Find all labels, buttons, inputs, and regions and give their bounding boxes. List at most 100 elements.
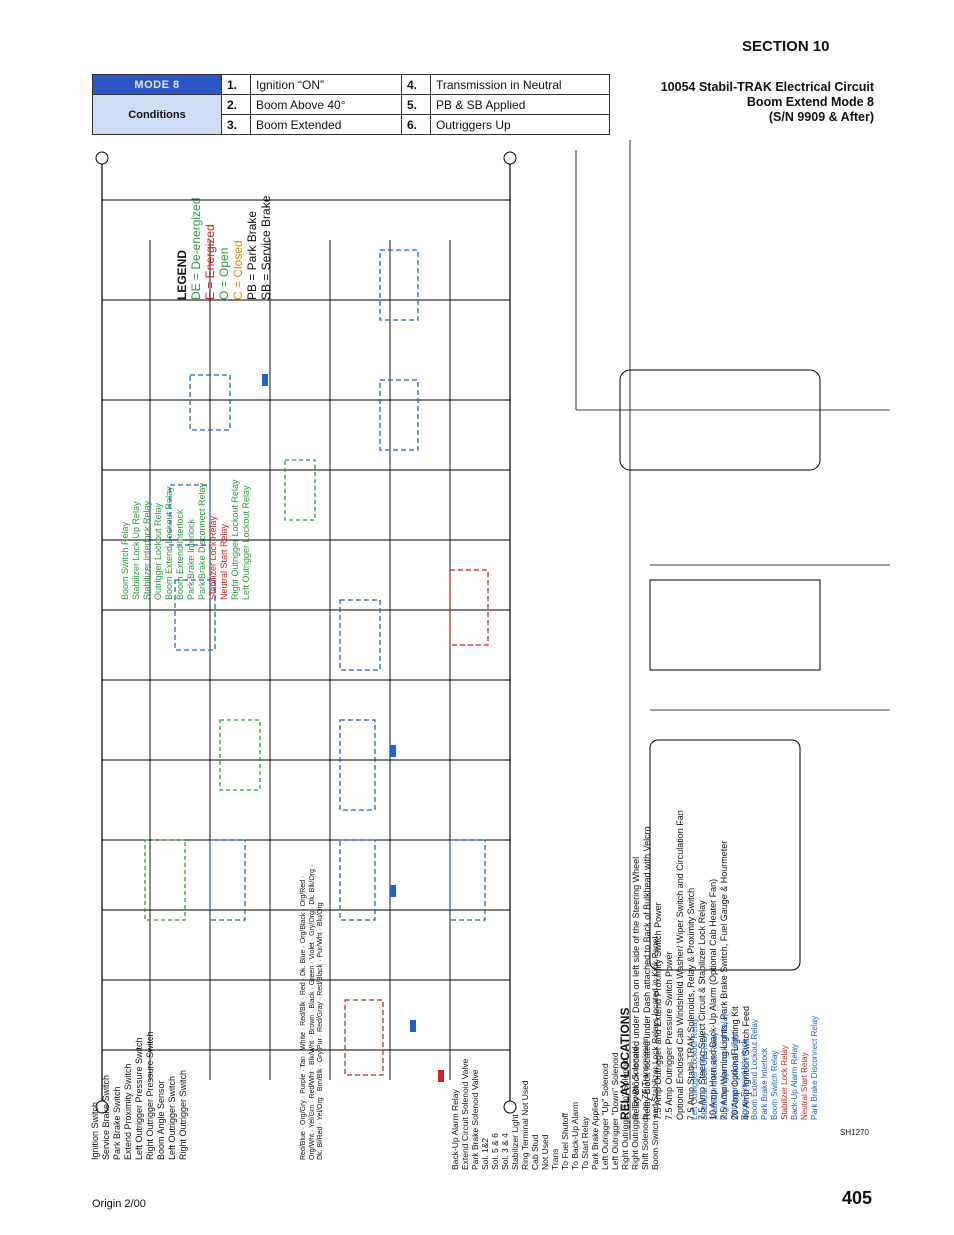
wire-label: White — [300, 1032, 307, 1050]
component-label: To Fuel Shutoff — [560, 1112, 570, 1170]
mode-label: MODE 8 — [92, 74, 222, 95]
left-outrigger-lockout-relay-box — [379, 379, 419, 451]
wire-label: Gry/Pur — [317, 1038, 324, 1063]
switch-label: Service Brake Switch — [101, 1074, 111, 1160]
wire-label: Brn/Blk — [317, 1068, 324, 1092]
negative-terminal — [503, 151, 517, 165]
stabilizer-interlock-relay-box — [174, 579, 216, 651]
wire-label: Red/Blue — [300, 1131, 307, 1160]
relay-label: Right Outrigger Lockout Relay — [230, 479, 240, 600]
wire-labels: Red/Blue · Org/Gry · Purple · Tan · Whit… — [300, 864, 324, 1160]
title-line-2: Boom Extend Mode 8 — [746, 95, 874, 109]
conditions-label: Conditions — [92, 94, 222, 135]
block-relay-label: Outrigger Lockout Relay — [730, 1033, 739, 1120]
condition-num: 2. — [221, 94, 251, 115]
wire-label: Green — [308, 965, 316, 986]
neutral-start-relay-box — [449, 569, 489, 646]
wire-label: Black — [308, 991, 316, 1009]
drawing-code: SH1270 — [840, 1128, 869, 1137]
component-label: To Back-Up Alarm — [570, 1101, 580, 1170]
switch-label: Boom Angle Sensor — [156, 1080, 166, 1160]
wire-label: Tan — [300, 1056, 307, 1068]
component-label: Stabilizer Light — [510, 1114, 520, 1170]
switch-label: Right Outrigger Pressure Switch — [145, 1031, 155, 1160]
wire-label: Red/Gray — [317, 1001, 324, 1032]
wire-label: Pur/Wht — [317, 932, 324, 958]
component-label: Trans — [550, 1148, 560, 1170]
extend-solenoid-icon — [390, 745, 396, 757]
condition-text: Ignition “ON” — [250, 74, 402, 95]
relay-label: Park Brake Disconnect Relay — [197, 482, 207, 600]
block-relay-label: Right Outrigger Lockout Relay — [720, 1012, 729, 1120]
condition-num: 1. — [221, 74, 251, 95]
component-label: Back-Up Alarm Relay — [450, 1089, 460, 1170]
wire-label: Org/Red — [300, 879, 307, 907]
wire-label: Dk. Blk/Org — [308, 868, 316, 905]
title-line-1: 10054 Stabil-TRAK Electrical Circuit — [660, 80, 874, 94]
condition-text: Boom Extended — [250, 114, 402, 135]
relay-label: Boom Extend Interlock — [175, 509, 185, 600]
boom-extend-interlock-box — [209, 839, 246, 921]
conditions-table: MODE 8 1. Ignition “ON” 4. Transmission … — [92, 74, 610, 135]
relay-location-note: Relay Block located under Dash attached … — [642, 826, 652, 1120]
relay-label: Left Outrigger Lockout Relay — [241, 485, 251, 600]
right-outrigger-lockout-relay-box — [379, 249, 419, 321]
wire-label: Red/Wht — [308, 1071, 316, 1099]
wire-label: Brown — [308, 1014, 316, 1035]
park-brake-interlock-box — [339, 839, 376, 921]
block-relay-label: Boom Extend Interlock — [740, 1039, 749, 1120]
block-relay-label: Park Brake Interlock — [760, 1047, 769, 1120]
park-brake-solenoid-icon — [390, 885, 396, 897]
boom-angle-sensor-box — [284, 459, 316, 521]
wire-label: Org/Gry — [300, 1100, 307, 1125]
sol-1-2-icon — [262, 374, 268, 386]
relay-label: Stabilizer Lock-Up Relay — [131, 501, 141, 600]
wire-label: Red/Blk — [300, 1001, 307, 1026]
condition-text: Boom Above 40° — [250, 94, 402, 115]
block-relay-label: Boom Switch Relay — [770, 1050, 779, 1120]
component-label: Sol. 5 & 6 — [490, 1133, 500, 1170]
relay-label: Park Brake Interlock — [186, 518, 196, 600]
component-label: Sol. 1&2 — [480, 1137, 490, 1170]
block-relay-label: Stabilizer Interlock Relay — [710, 1031, 719, 1120]
block-relay-label: Boom Extend Lockout Relay — [750, 1019, 759, 1120]
switch-label: Right Outrigger Switch — [178, 1069, 188, 1160]
component-label: To Start Relay — [580, 1116, 590, 1170]
boom-switch-relay-box — [189, 374, 231, 431]
condition-num: 4. — [401, 74, 431, 95]
section-label: SECTION 10 — [742, 38, 830, 55]
wiring-diagram — [95, 140, 890, 1140]
condition-num: 3. — [221, 114, 251, 135]
wire-label: Dk. Bl/Red — [317, 1126, 324, 1160]
component-label: Cab Stud — [530, 1134, 540, 1170]
outrigger-pressure-switch-box — [219, 719, 261, 791]
title-line-3: (S/N 9909 & After) — [768, 110, 874, 124]
relay-block-bulkhead — [649, 579, 821, 671]
relay-label: Stabilizer Lock Relay — [208, 515, 218, 600]
switch-label: Ignition Switch — [90, 1101, 100, 1160]
wire-label: Red/Black — [317, 963, 324, 996]
boom-extend-lockout-relay-box — [339, 719, 376, 811]
relay-location-note: Relay Block located under Dash on left s… — [631, 856, 641, 1120]
extend-proximity-switch-box — [144, 839, 186, 921]
page-title: 10054 Stabil-TRAK Electrical Circuit Boo… — [661, 80, 874, 125]
wire-label: Dk. Blue — [300, 949, 307, 976]
stabilizer-lock-relay-box — [344, 999, 384, 1076]
wire-label: Org/Black — [300, 912, 307, 944]
relay-label: Boom Switch Relay — [120, 521, 130, 600]
component-label: Park Brake Applied — [590, 1097, 600, 1170]
relay-block-labels: Left Outrigger Lockout Relay Stabilizer … — [690, 700, 820, 1120]
component-label: Ring Terminal Not Used — [520, 1080, 530, 1170]
sol-5-6-icon — [410, 1020, 416, 1032]
fuse-label: 7.5 Amp Outrigger and Extend Proximity S… — [653, 902, 663, 1120]
condition-num: 6. — [401, 114, 431, 135]
negative-terminal — [503, 1100, 517, 1114]
condition-num: 5. — [401, 94, 431, 115]
relay-label: Boom Extend Lockout Relay — [164, 486, 174, 600]
fuse-label: Optional Enclosed Cab Windshield Washer/… — [675, 810, 685, 1120]
component-label: Extend Circuit Solenoid Valve — [460, 1058, 470, 1170]
stabilizer-lockup-relay-box — [169, 484, 211, 546]
block-relay-label: Park Brake Disconnect Relay — [810, 1015, 819, 1120]
component-label: Left Outrigger "Up" Solenoid — [600, 1063, 610, 1170]
sol-3-4-icon — [438, 1070, 444, 1082]
